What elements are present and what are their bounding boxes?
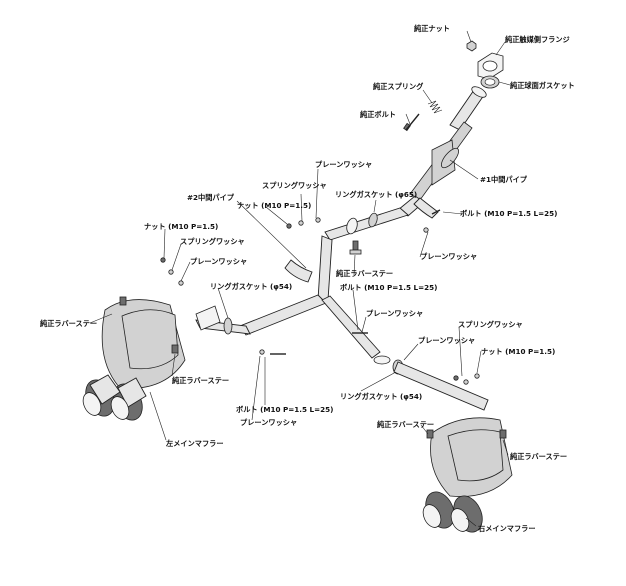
label-ring-gasket-54-left: リングガスケット (φ54) [210, 282, 292, 291]
ring-gasket-65-part [368, 212, 378, 228]
label-oem-rubber-stay-center: 純正ラバーステー [336, 269, 393, 278]
fasteners [160, 209, 480, 385]
label-nut-m10-upper: ナット (M10 P=1.5) [237, 201, 311, 210]
left-muffler-part [82, 296, 251, 421]
label-plain-washer-lower: プレーンワッシャ [240, 418, 297, 427]
mid-pipe-1-part [397, 86, 487, 219]
label-right-main-muffler: 右メインマフラー [477, 524, 536, 533]
label-plain-washer-left: プレーンワッシャ [190, 257, 247, 266]
label-oem-spring: 純正スプリング [373, 82, 424, 91]
cat-flange-part [477, 52, 504, 80]
label-ring-gasket-65: リングガスケット (φ65) [335, 190, 417, 199]
label-spring-washer-left: スプリングワッシャ [180, 237, 245, 246]
label-oem-ball-gasket: 純正球面ガスケット [510, 81, 575, 90]
oem-bolt-part [403, 113, 420, 132]
label-oem-rubber-stay-right-outer: 純正ラバーステー [510, 452, 567, 461]
label-oem-bolt: 純正ボルト [360, 110, 396, 119]
label-oem-cat-flange: 純正触媒側フランジ [505, 35, 570, 44]
label-nut-m10-right: ナット (M10 P=1.5) [481, 347, 555, 356]
label-plain-washer-right: プレーンワッシャ [418, 336, 475, 345]
label-mid-pipe-2: #2中間パイプ [187, 193, 235, 202]
label-bolt-m10-center: ボルト (M10 P=1.5 L=25) [340, 283, 437, 292]
right-muffler-part [373, 355, 513, 533]
label-plain-washer-center: プレーンワッシャ [366, 309, 423, 318]
leader-lines [89, 30, 511, 527]
label-oem-rubber-stay-right-inner: 純正ラバーステー [377, 420, 434, 429]
label-spring-washer-top: スプリングワッシャ [262, 181, 327, 190]
oem-spring-part [427, 100, 443, 114]
rubber-stay-center-part [349, 240, 362, 255]
mid-pipe-2-part [239, 207, 409, 359]
label-bolt-m10-upper: ボルト (M10 P=1.5 L=25) [460, 209, 557, 218]
oem-nut-part [466, 40, 477, 52]
label-oem-nut: 純正ナット [414, 24, 450, 33]
ball-gasket-part [480, 75, 500, 89]
label-plain-washer-top: プレーンワッシャ [315, 160, 372, 169]
label-plain-washer-right-flange: プレーンワッシャ [420, 252, 477, 261]
label-spring-washer-right: スプリングワッシャ [458, 320, 523, 329]
label-nut-m10-left: ナット (M10 P=1.5) [144, 222, 218, 231]
label-oem-rubber-stay-left-outer: 純正ラバーステー [40, 319, 97, 328]
label-mid-pipe-1: #1中間パイプ [480, 175, 528, 184]
label-left-main-muffler: 左メインマフラー [165, 439, 224, 448]
label-ring-gasket-54-right: リングガスケット (φ54) [340, 392, 422, 401]
label-bolt-m10-lower: ボルト (M10 P=1.5 L=25) [236, 405, 333, 414]
label-oem-rubber-stay-left-inner: 純正ラバーステー [172, 376, 229, 385]
